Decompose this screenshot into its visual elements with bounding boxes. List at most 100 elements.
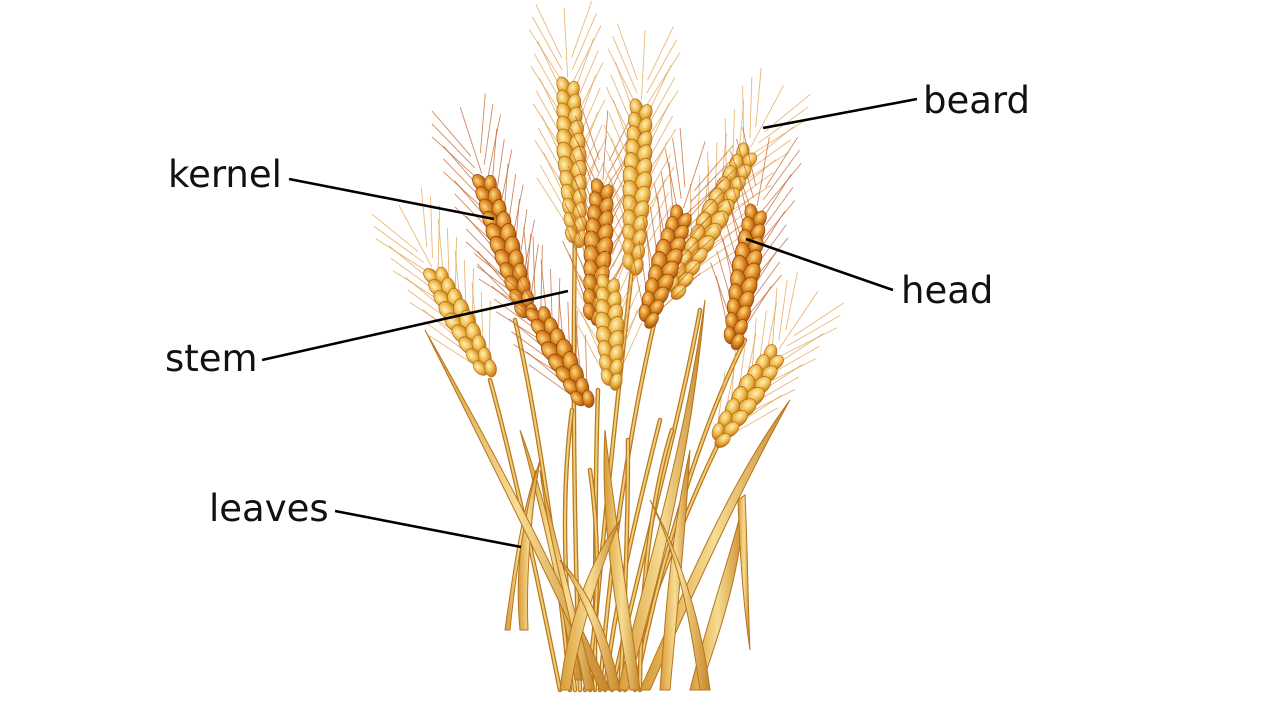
leader-lines (261, 97, 918, 549)
awn (579, 103, 600, 161)
awn (572, 25, 602, 83)
awn (532, 236, 536, 298)
awn (793, 302, 845, 336)
awn (686, 170, 734, 214)
label-stem: stem (165, 337, 258, 380)
awn (611, 198, 634, 256)
label-beard: beard (923, 79, 1030, 122)
wheat-head (528, 1, 610, 250)
leaves-leader-line (334, 509, 522, 549)
awn (371, 213, 419, 253)
leaf (504, 469, 537, 631)
wheat-head (599, 23, 681, 278)
awn (570, 127, 598, 186)
stem-leader-line (261, 289, 569, 362)
awn (528, 364, 579, 401)
wheat-heads (371, 1, 845, 451)
awn (646, 39, 678, 94)
awn (760, 162, 802, 213)
awn (569, 225, 604, 281)
awn (571, 13, 597, 70)
awn (612, 36, 638, 93)
awn (431, 136, 479, 180)
awn (771, 287, 778, 351)
awn (473, 253, 521, 292)
awn (664, 148, 678, 211)
wheat-head (710, 127, 802, 353)
awn (736, 138, 754, 199)
awn (778, 291, 819, 350)
awn (398, 205, 433, 268)
awn (571, 1, 593, 58)
awn (476, 265, 527, 303)
awn (749, 76, 753, 139)
label-leaves: leaves (209, 487, 329, 530)
awn (742, 127, 757, 186)
awn (786, 314, 841, 347)
awn (683, 141, 706, 209)
leaf (649, 499, 711, 691)
awn (431, 110, 472, 157)
awn (375, 238, 430, 274)
awn (679, 127, 686, 188)
wheat-head (371, 187, 499, 379)
awn (602, 110, 609, 181)
awn (690, 157, 734, 203)
leaf (559, 559, 621, 691)
awn (755, 67, 762, 128)
awn (742, 85, 745, 150)
awn (532, 16, 563, 71)
awn (778, 279, 788, 341)
stem-highlight (639, 429, 673, 691)
leaf (659, 449, 691, 691)
label-kernel: kernel (168, 153, 282, 196)
awn (420, 187, 428, 248)
beard-leader-line (762, 97, 918, 130)
awn (694, 144, 734, 191)
stem-highlight (619, 439, 629, 691)
label-head: head (901, 269, 994, 312)
awn (574, 115, 599, 173)
leaf (737, 494, 751, 651)
awn (479, 93, 486, 154)
wheat-head (569, 198, 646, 393)
kernel-leader-line (288, 177, 495, 221)
awn (645, 52, 681, 107)
awn (612, 211, 639, 268)
awn (616, 23, 638, 81)
leaf (603, 429, 641, 691)
awn (487, 114, 501, 177)
awn (437, 205, 441, 269)
awn (577, 324, 608, 380)
awn (780, 327, 837, 357)
awn (756, 137, 770, 207)
wheat-head (631, 127, 734, 332)
awn (573, 213, 604, 268)
awn (612, 223, 643, 280)
awn (765, 136, 799, 188)
leaf (617, 299, 706, 691)
head-leader-line (745, 237, 894, 292)
awn (577, 200, 603, 256)
leaf (517, 459, 541, 631)
awn (523, 227, 530, 287)
awn (373, 226, 424, 263)
wheat-head (431, 93, 539, 322)
awn (763, 149, 800, 200)
awn (528, 29, 564, 83)
awn (459, 106, 483, 174)
awn (729, 150, 752, 211)
awn (750, 85, 784, 148)
awn (478, 278, 533, 314)
leaf (639, 399, 791, 691)
awn (647, 26, 674, 81)
awn (752, 119, 807, 155)
awn (535, 3, 563, 59)
wheat-head (709, 271, 845, 451)
awn (483, 104, 494, 165)
awn (716, 371, 726, 433)
awn (500, 244, 535, 307)
awn (672, 138, 682, 199)
awn (605, 205, 609, 276)
